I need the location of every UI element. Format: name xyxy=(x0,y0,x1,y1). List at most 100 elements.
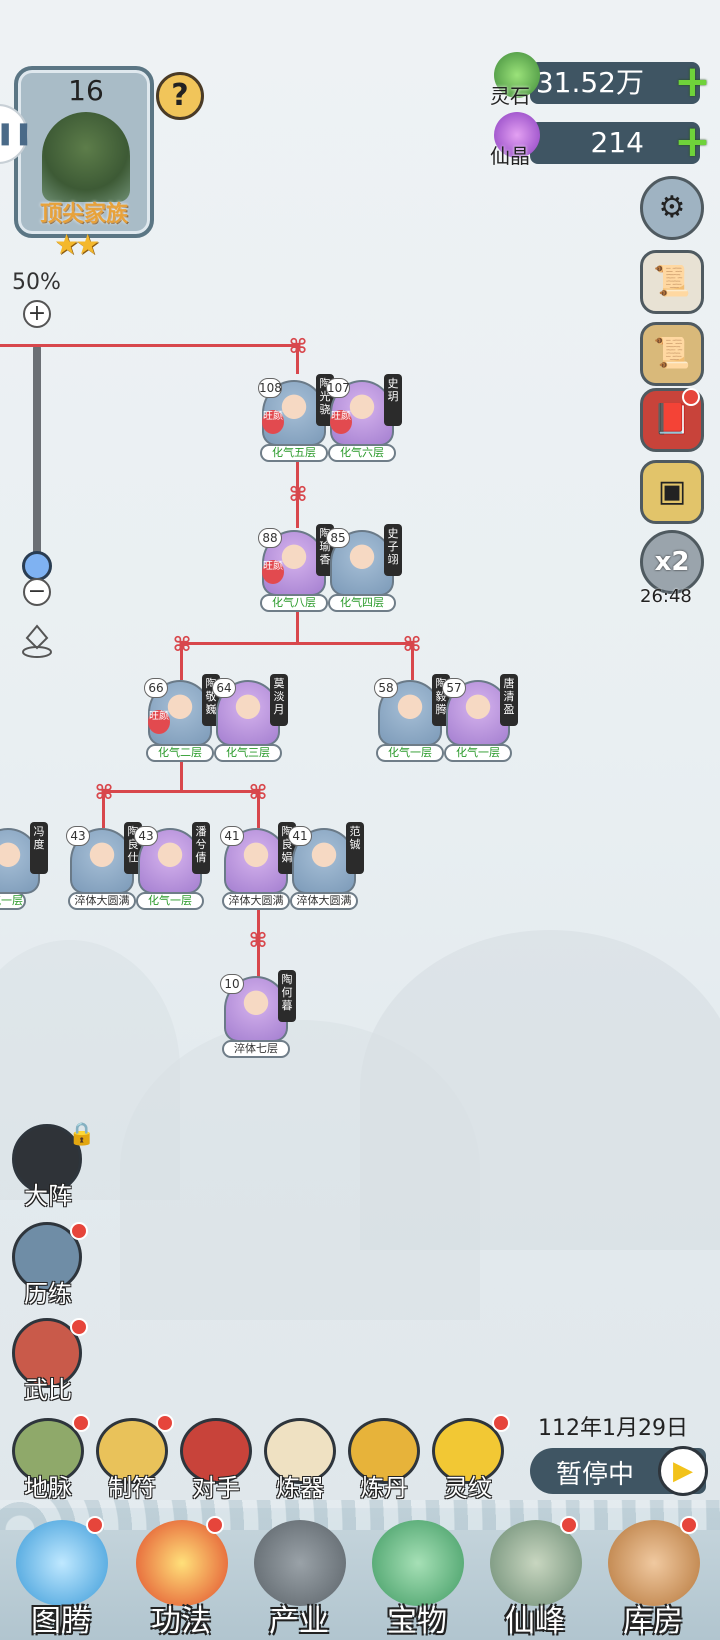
formation-label: 大阵 xyxy=(24,1182,72,1210)
member-rank: 淬体大圆满 xyxy=(290,892,358,910)
family-member-card[interactable]: 43 潘兮倩 化气一层 xyxy=(134,822,210,910)
add-spirit-stone-button[interactable]: + xyxy=(674,56,711,107)
zoom-out-button[interactable]: − xyxy=(23,578,51,606)
formation-button[interactable] xyxy=(12,1124,82,1194)
map-button[interactable]: 📜 xyxy=(640,322,704,386)
play-icon: ▶ xyxy=(673,1456,693,1486)
family-member-card[interactable]: 64 莫淡月 化气三层 xyxy=(212,674,288,762)
talisman-button[interactable] xyxy=(96,1418,168,1484)
member-rank: 淬体大圆满 xyxy=(222,892,290,910)
family-member-card[interactable]: 41 范铖 淬体大圆满 xyxy=(288,822,364,910)
book-button[interactable]: 📕 xyxy=(640,388,704,452)
forge-button[interactable] xyxy=(264,1418,336,1484)
nav-totem-label[interactable]: 图腾 xyxy=(31,1604,91,1639)
earth-vein-button[interactable] xyxy=(12,1418,84,1484)
peak-icon[interactable] xyxy=(490,1520,582,1606)
lock-icon: 🔒 xyxy=(68,1122,96,1147)
family-member-card[interactable]: 107 史玥 旺颜 化气六层 xyxy=(326,374,402,462)
zoom-in-button[interactable]: + xyxy=(23,300,51,328)
tree-line xyxy=(180,756,183,792)
notification-dot xyxy=(206,1516,224,1534)
nav-storehouse-label[interactable]: 库房 xyxy=(623,1604,683,1639)
tree-line xyxy=(257,904,260,982)
tree-knot: ⌘ xyxy=(288,334,308,358)
zoom-slider-track[interactable] xyxy=(33,344,41,564)
family-tree-icon xyxy=(42,112,130,202)
member-rank: 化气八层 xyxy=(260,594,328,612)
member-name: 史子翊 xyxy=(384,524,402,576)
family-member-card[interactable]: 88 陶瑜香 旺颜 化气八层 xyxy=(258,524,334,612)
cauldron-button[interactable] xyxy=(348,1418,420,1484)
play-button[interactable]: ▶ xyxy=(658,1446,708,1496)
notification-dot xyxy=(560,1516,578,1534)
member-name: 潘兮倩 xyxy=(192,822,210,874)
speed-button[interactable]: x2 xyxy=(640,530,704,594)
tree-line xyxy=(257,790,260,828)
family-member-card[interactable]: 108 陶光骁 旺颜 化气五层 xyxy=(258,374,334,462)
family-member-card[interactable]: 57 唐清盈 化气一层 xyxy=(442,674,518,762)
family-member-card[interactable]: 冯度 化气一层 xyxy=(0,822,48,910)
member-rank: 化气二层 xyxy=(146,744,214,762)
spirit-stone-value: 31.52万 xyxy=(535,66,644,99)
family-member-card[interactable]: 85 史子翊 化气四层 xyxy=(326,524,402,612)
notification-dot xyxy=(70,1222,88,1240)
rune-label: 灵纹 xyxy=(444,1474,492,1502)
family-member-card[interactable]: 66 陶敬巍 旺颜 化气二层 xyxy=(144,674,220,762)
notification-dot xyxy=(682,388,700,406)
member-age: 57 xyxy=(442,678,466,698)
forge-label: 炼器 xyxy=(276,1474,324,1502)
settings-button[interactable]: ⚙ xyxy=(640,176,704,240)
notification-dot xyxy=(72,1414,90,1432)
member-age: 43 xyxy=(134,826,158,846)
family-member-card[interactable]: 43 陶良仕 淬体大圆满 xyxy=(66,822,142,910)
crystal-bar: 214 xyxy=(530,122,700,164)
nav-treasure-label[interactable]: 宝物 xyxy=(387,1604,447,1639)
rune-button[interactable] xyxy=(432,1418,504,1484)
tree-knot: ⌘ xyxy=(288,482,308,506)
chest-button[interactable]: ▣ xyxy=(640,460,704,524)
spirit-stone-icon xyxy=(494,52,540,98)
technique-icon[interactable] xyxy=(136,1520,228,1606)
tree-knot: ⌘ xyxy=(94,780,114,804)
family-member-card[interactable]: 58 陶毅腾 化气一层 xyxy=(374,674,450,762)
member-age: 64 xyxy=(212,678,236,698)
member-rank: 化气一层 xyxy=(136,892,204,910)
locate-icon[interactable] xyxy=(18,622,56,660)
tree-line xyxy=(0,344,298,347)
member-rank: 化气一层 xyxy=(376,744,444,762)
crystal-icon xyxy=(494,112,540,158)
member-vigor-badge: 旺颜 xyxy=(262,560,284,584)
family-member-card[interactable]: 10 陶何暮 淬体七层 xyxy=(220,970,296,1058)
family-stars: ★★ xyxy=(54,228,100,261)
rival-button[interactable] xyxy=(180,1418,252,1484)
member-age: 43 xyxy=(66,826,90,846)
family-badge[interactable] xyxy=(14,66,154,238)
treasure-icon[interactable] xyxy=(372,1520,464,1606)
member-age: 10 xyxy=(220,974,244,994)
family-member-card[interactable]: 41 陶良娟 淬体大圆满 xyxy=(220,822,296,910)
help-button[interactable]: ? xyxy=(156,72,204,120)
spirit-stone-label: 灵石 xyxy=(490,84,530,108)
nav-technique-label[interactable]: 功法 xyxy=(151,1604,211,1639)
speed-timer: 26:48 xyxy=(640,586,692,607)
spirit-stone-bar: 31.52万 xyxy=(530,62,700,104)
add-crystal-button[interactable]: + xyxy=(674,116,711,167)
family-rank-name: 顶尖家族 xyxy=(39,202,128,227)
log-button[interactable]: 📜 xyxy=(640,250,704,314)
background-mountain xyxy=(120,1020,480,1320)
tree-knot: ⌘ xyxy=(248,780,268,804)
member-age: 88 xyxy=(258,528,282,548)
trial-label: 历练 xyxy=(24,1280,72,1308)
member-vigor-badge: 旺颜 xyxy=(262,410,284,434)
nav-industry-label[interactable]: 产业 xyxy=(269,1604,329,1639)
storehouse-icon[interactable] xyxy=(608,1520,700,1606)
zoom-slider-knob[interactable] xyxy=(22,551,52,581)
totem-icon[interactable] xyxy=(16,1520,108,1606)
member-rank: 化气三层 xyxy=(214,744,282,762)
crystal-value: 214 xyxy=(590,126,644,159)
member-name: 莫淡月 xyxy=(270,674,288,726)
nav-peak-label[interactable]: 仙峰 xyxy=(505,1604,565,1639)
notification-dot xyxy=(156,1414,174,1432)
industry-icon[interactable] xyxy=(254,1520,346,1606)
member-vigor-badge: 旺颜 xyxy=(148,710,170,734)
